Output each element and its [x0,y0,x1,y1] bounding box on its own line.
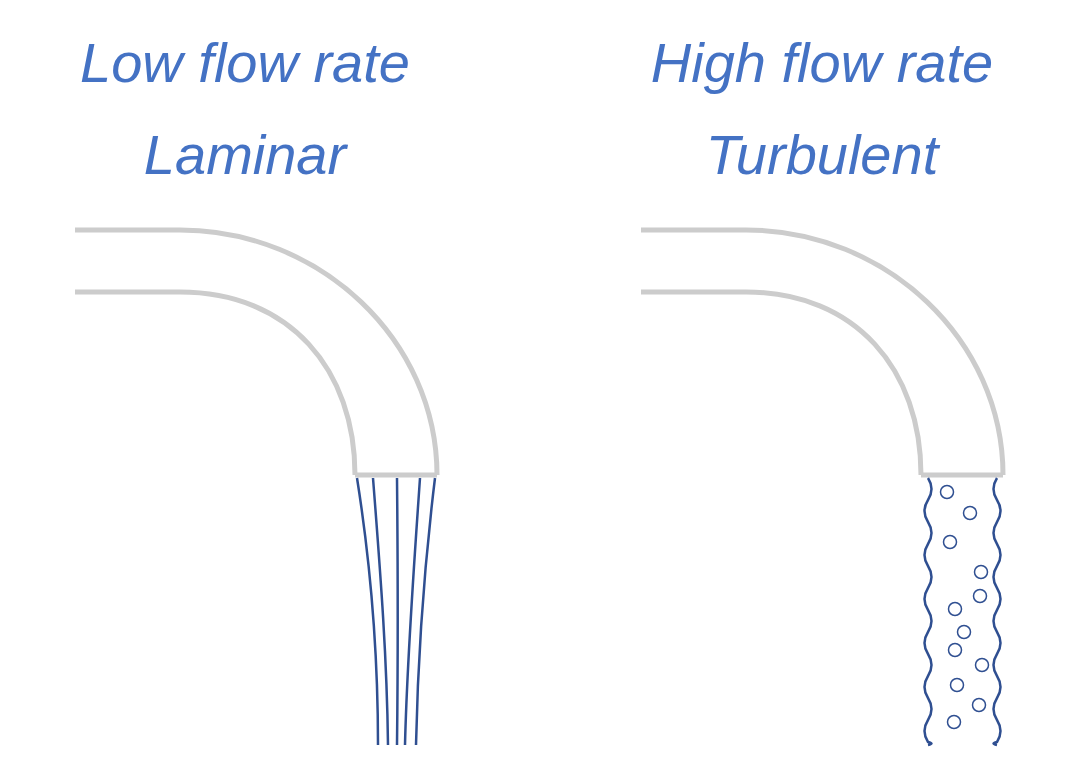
laminar-stream [357,478,435,745]
right-faucet [641,230,1003,475]
flow-type-label: Turbulent [706,122,938,188]
turbulent-stream [925,478,1001,745]
left-faucet [75,230,437,475]
flow-type-label: Laminar [144,122,346,188]
stream-edge [994,478,1001,745]
air-bubbles [941,486,989,729]
flow-rate-label: Low flow rate [80,30,410,96]
stream-edge [925,478,932,745]
flow-rate-label: High flow rate [651,30,993,96]
